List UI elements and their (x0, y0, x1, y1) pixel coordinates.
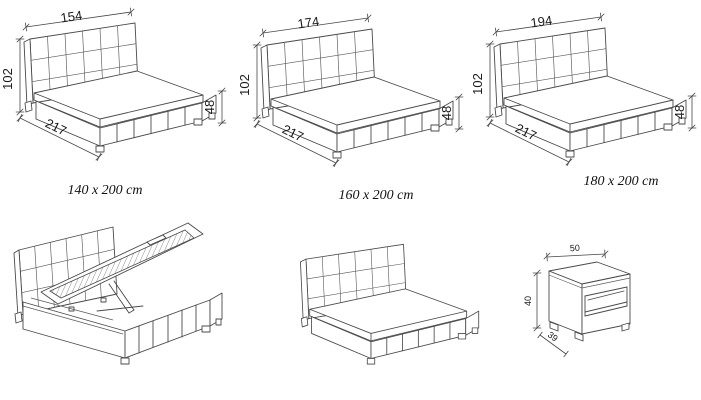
bed-180-size-label: 180 x 200 cm (583, 174, 659, 189)
nightstand-height-dimension: 40 (523, 296, 533, 306)
bed-160-height-dimension: 102 (237, 74, 252, 96)
lid-handle (146, 234, 167, 246)
bed-160-diagram: 174 102 217 48 (237, 13, 464, 168)
bed-foot (120, 357, 130, 365)
hinge-bracket (68, 306, 75, 312)
bed-180-width-dimension: 194 (530, 13, 554, 31)
nightstand-foot (574, 331, 584, 342)
bed-140-diagram: 154 102 217 48 (0, 7, 227, 162)
bed-160-size-label: 160 x 200 cm (338, 188, 414, 203)
bed-160-width-dimension: 174 (297, 14, 321, 32)
nightstand-shelf-niche (584, 286, 628, 317)
nightstand-depth-dimension: 39 (546, 330, 560, 344)
bed-180-height-dimension: 102 (470, 73, 485, 95)
bed-140-width-dimension: 154 (60, 8, 84, 26)
nightstand-foot (549, 321, 559, 332)
lifted-slatted-platform (40, 222, 204, 305)
bed-180-diagram: 194 102 217 48 (470, 12, 697, 167)
plain-bed-diagram (299, 243, 480, 365)
storage-box (22, 292, 223, 365)
bed-180-frame-height-dimension: 48 (672, 105, 687, 119)
bed-foot (215, 318, 222, 326)
bed-foot (201, 325, 211, 333)
gas-lift-mechanism (96, 280, 144, 314)
nightstand-body (548, 261, 631, 342)
nightstand-dimension-lines (532, 249, 609, 358)
nightstand-foot (621, 322, 630, 332)
hinge-bracket (100, 297, 107, 303)
nightstand-width-dimension: 50 (570, 243, 581, 254)
nightstand-diagram: 50 40 39 (523, 243, 631, 358)
bed-140-frame-height-dimension: 48 (202, 100, 217, 114)
storage-bed-diagram (13, 222, 223, 365)
bed-140-size-label: 140 x 200 cm (67, 183, 143, 198)
bed-160-frame-height-dimension: 48 (439, 106, 454, 120)
bed-140-height-dimension: 102 (0, 68, 15, 90)
